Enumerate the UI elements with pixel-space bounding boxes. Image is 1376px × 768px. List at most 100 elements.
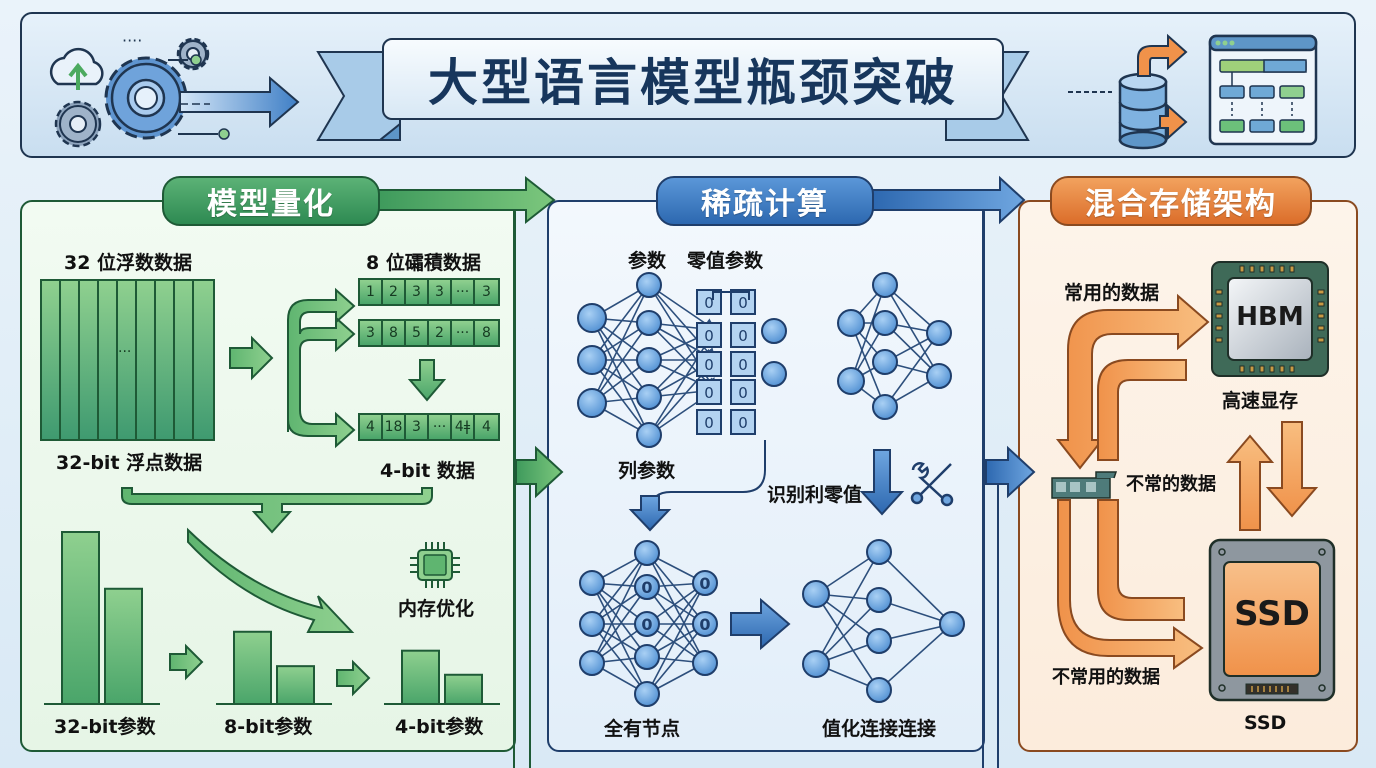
ssd-drive-icon: [1208, 538, 1336, 702]
server-rack-icon: [1051, 471, 1118, 499]
data-cell: 1: [360, 280, 383, 304]
storage-flow-diagram: [1051, 261, 1336, 702]
app-window-icon: [1208, 34, 1318, 146]
label-rarely-used-data: 不常用的数据: [1052, 667, 1160, 688]
network-node: [866, 587, 892, 613]
database-icon: [1118, 72, 1168, 150]
branch-arrows: [287, 287, 356, 449]
network-node: [761, 361, 787, 387]
param-bar: [233, 630, 272, 705]
network-node: [761, 318, 787, 344]
zero-param-value: 0: [704, 294, 714, 312]
zero-param-value: 0: [738, 414, 748, 432]
data-cell: ···: [452, 321, 475, 345]
data-cell: 8: [383, 321, 406, 345]
data-cell: 5: [406, 321, 429, 345]
network-edge: [591, 284, 650, 361]
network-node: [634, 681, 660, 707]
network-node: [579, 650, 605, 676]
network-node: [692, 611, 718, 637]
network-node: [577, 303, 607, 333]
label-params: 参数: [628, 250, 667, 272]
network-edge: [648, 322, 717, 392]
label-all-nodes: 全有节点: [604, 718, 681, 740]
network-edge: [646, 552, 707, 626]
network-node: [866, 677, 892, 703]
zero-param-value: 0: [704, 356, 714, 374]
zero-param-box: [696, 289, 722, 315]
network-edge: [850, 322, 887, 409]
network-node: [926, 363, 952, 389]
matrix-ellipsis: ...: [118, 340, 132, 356]
zero-param-value: 0: [704, 327, 714, 345]
zero-param-box: [730, 322, 756, 348]
parameter-size-bars: [44, 531, 500, 706]
network-node: [872, 394, 898, 420]
network-edge: [815, 593, 880, 692]
dots-icon: ····: [122, 31, 142, 50]
param-bar: [61, 531, 100, 705]
data-cell: 8: [475, 321, 498, 345]
arrow-up-icon: [1225, 434, 1275, 531]
network-node: [634, 644, 660, 670]
hbm-chip-icon: [1211, 261, 1329, 377]
network-node: [802, 650, 830, 678]
network-node: [579, 611, 605, 637]
data-cell: 3: [406, 280, 429, 304]
zero-param-box: [730, 351, 756, 377]
network-node: [926, 320, 952, 346]
label-ssd: SSD: [1244, 712, 1287, 734]
cloud-upload-icon: [49, 47, 104, 90]
zero-param-value: 0: [738, 356, 748, 374]
zero-param-box: [730, 409, 756, 435]
section-title-quantization: 模型量化: [162, 176, 380, 226]
network-edge: [591, 582, 648, 659]
network-edge: [591, 585, 648, 664]
curved-arrow-icon: [187, 527, 355, 633]
network-node: [692, 650, 718, 676]
label-4-bit-data: 4-bit 数据: [380, 460, 475, 482]
network-edge: [646, 622, 707, 695]
data-cell: 3: [429, 280, 452, 304]
network-node: [636, 347, 662, 373]
network-node: [802, 580, 830, 608]
network-node: [692, 570, 718, 596]
data-cell: 18: [383, 415, 406, 439]
arrow-right-icon: [168, 54, 300, 140]
infrequent-data-arrow: [1097, 499, 1185, 621]
header-left-illustration: ····: [49, 31, 300, 148]
network-edge: [878, 551, 954, 626]
label-column-params: 列参数: [618, 460, 676, 482]
bar-group-label-8: 8-bit参数: [224, 716, 313, 738]
label-infrequent-data: 不常的数据: [1126, 474, 1216, 495]
param-bar: [276, 665, 315, 706]
label-32-float-data: 32 位浮数数据: [64, 252, 193, 274]
zero-param-value: 0: [704, 384, 714, 402]
network-edge: [591, 551, 648, 664]
zero-param-box: [696, 409, 722, 435]
param-bar: [401, 649, 440, 705]
network-node: [634, 540, 660, 566]
network-node: [636, 422, 662, 448]
network-edge: [591, 284, 650, 404]
arrow-down-icon: [628, 495, 672, 532]
orange-arrow-icon: [1137, 33, 1188, 141]
network-node: [939, 611, 965, 637]
zero-param-value: 0: [738, 384, 748, 402]
zero-param-box: [730, 289, 756, 315]
arrow-down-icon: [407, 359, 447, 402]
network-node: [872, 272, 898, 298]
arrow-right-icon: [730, 597, 791, 651]
network-edge: [591, 322, 650, 404]
label-value-connections: 值化连接连接: [822, 718, 937, 740]
zero-node-label: 0: [641, 578, 652, 597]
zero-param-box: [696, 351, 722, 377]
label-frequent-data: 常用的数据: [1064, 282, 1160, 304]
label-zero-params: 零值参数: [687, 250, 764, 272]
zero-param-box: [696, 379, 722, 405]
network-node: [636, 272, 662, 298]
network-node: [866, 539, 892, 565]
